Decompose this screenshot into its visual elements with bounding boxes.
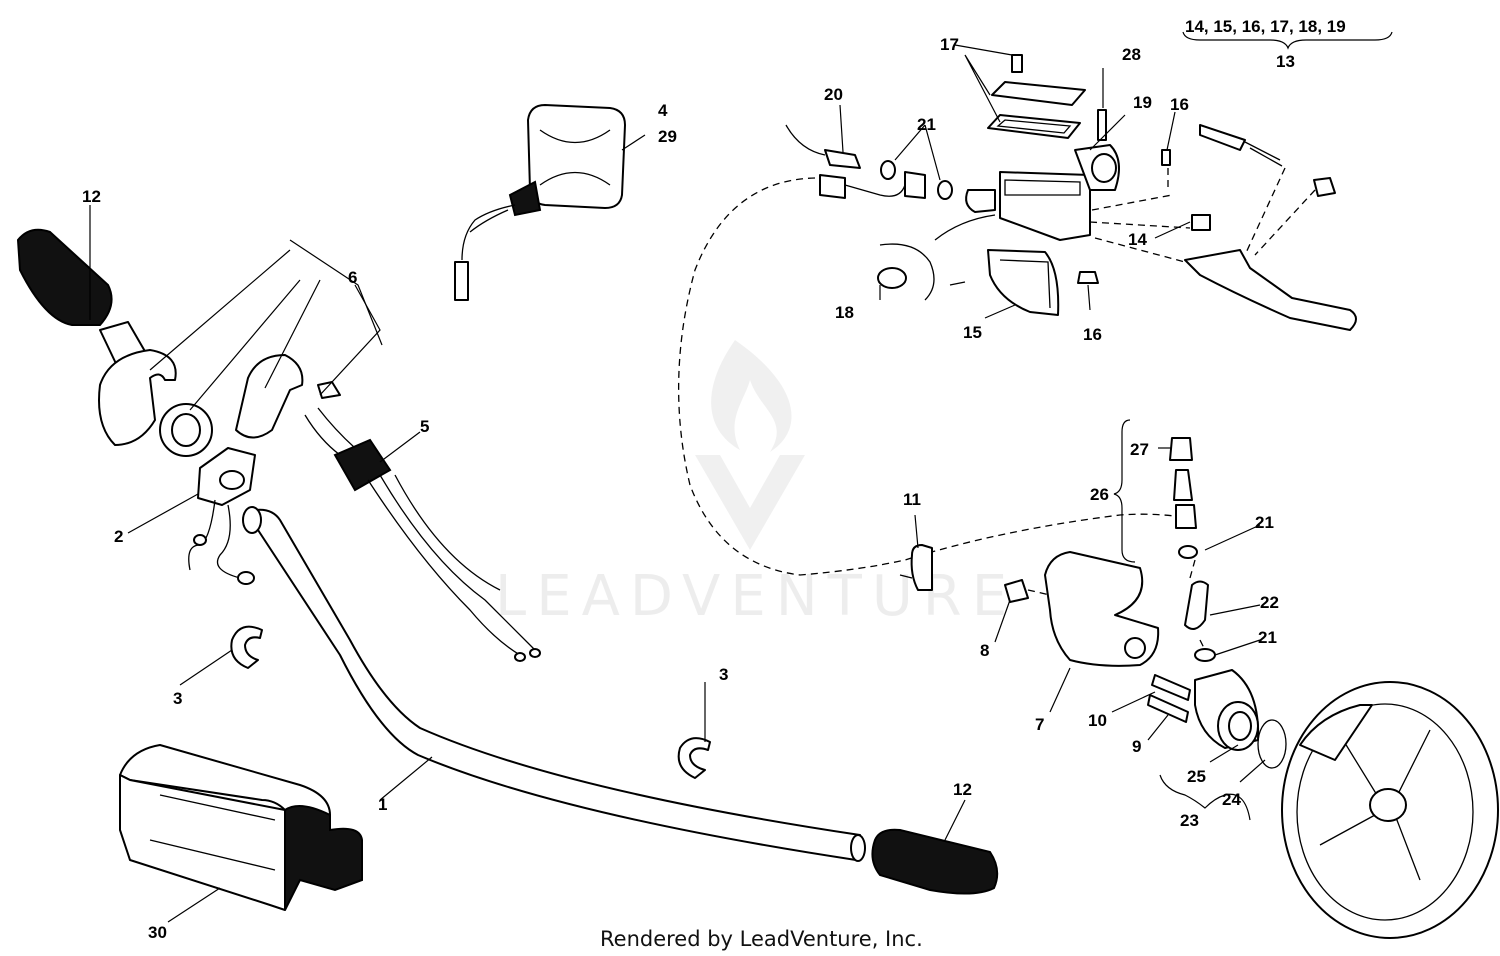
callout-21: 21 bbox=[1255, 513, 1274, 532]
callout-28: 28 bbox=[1122, 45, 1141, 64]
callout-19: 19 bbox=[1133, 93, 1152, 112]
callout-7: 7 bbox=[1035, 715, 1044, 734]
callout-1: 1 bbox=[378, 795, 387, 814]
callout-14: 14 bbox=[1128, 230, 1147, 249]
hand-guard bbox=[119, 744, 363, 911]
callout-10: 10 bbox=[1088, 711, 1107, 730]
left-grip bbox=[16, 228, 151, 373]
callout-6: 6 bbox=[348, 268, 357, 287]
callout-22: 22 bbox=[1260, 593, 1279, 612]
brake-hose bbox=[677, 177, 1201, 576]
watermark-flame-icon bbox=[711, 340, 792, 452]
watermark: LEADVENTURE bbox=[495, 340, 1017, 629]
callout-8: 8 bbox=[980, 641, 989, 660]
mirror bbox=[454, 104, 626, 301]
callout-3: 3 bbox=[719, 665, 728, 684]
clamp-left bbox=[230, 625, 263, 669]
callout-18: 18 bbox=[835, 303, 854, 322]
callout-20: 20 bbox=[824, 85, 843, 104]
callout-12: 12 bbox=[82, 187, 101, 206]
master-cylinder bbox=[785, 54, 1357, 331]
callout-25: 25 bbox=[1187, 767, 1206, 786]
switch-housing bbox=[98, 349, 341, 457]
group-header: 14, 15, 16, 17, 18, 19 bbox=[1185, 17, 1346, 36]
callout-27: 27 bbox=[1130, 440, 1149, 459]
throttle-cable bbox=[304, 407, 541, 662]
clamp-right bbox=[677, 737, 711, 779]
callout-21: 21 bbox=[917, 115, 936, 134]
callout-23: 23 bbox=[1180, 811, 1199, 830]
callout-16: 16 bbox=[1083, 325, 1102, 344]
switch-block bbox=[188, 447, 256, 585]
callout-30: 30 bbox=[148, 923, 167, 942]
callout-5: 5 bbox=[420, 417, 429, 436]
handlebar-end-right bbox=[850, 834, 866, 862]
callouts: 1 2 3 3 4 29 5 6 7 8 9 10 11 12 12 14 15… bbox=[82, 35, 1279, 942]
footer-credit: Rendered by LeadVenture, Inc. bbox=[600, 927, 923, 951]
slave-cylinder bbox=[1147, 669, 1287, 769]
leader-lines bbox=[89, 31, 1393, 923]
callout-3: 3 bbox=[173, 689, 182, 708]
callout-9: 9 bbox=[1132, 737, 1141, 756]
callout-26: 26 bbox=[1090, 485, 1109, 504]
group-number: 13 bbox=[1276, 52, 1295, 71]
callout-17: 17 bbox=[940, 35, 959, 54]
callout-4: 4 bbox=[658, 101, 668, 120]
hose-clip bbox=[899, 544, 933, 591]
clutch-housing bbox=[1281, 681, 1499, 939]
watermark-text: LEADVENTURE bbox=[495, 564, 1017, 629]
callout-29: 29 bbox=[658, 127, 677, 146]
callout-15: 15 bbox=[963, 323, 982, 342]
caliper-cover bbox=[1004, 551, 1160, 667]
callout-12: 12 bbox=[953, 780, 972, 799]
callout-24: 24 bbox=[1222, 790, 1241, 809]
handlebar-end-left bbox=[242, 506, 262, 534]
handlebar bbox=[245, 508, 861, 861]
callout-11: 11 bbox=[903, 490, 921, 509]
watermark-v-icon bbox=[695, 455, 805, 550]
callout-21: 21 bbox=[1258, 628, 1277, 647]
right-grip bbox=[871, 828, 999, 895]
callout-2: 2 bbox=[114, 527, 123, 546]
callout-16: 16 bbox=[1170, 95, 1189, 114]
caliper-fittings bbox=[1169, 437, 1216, 662]
